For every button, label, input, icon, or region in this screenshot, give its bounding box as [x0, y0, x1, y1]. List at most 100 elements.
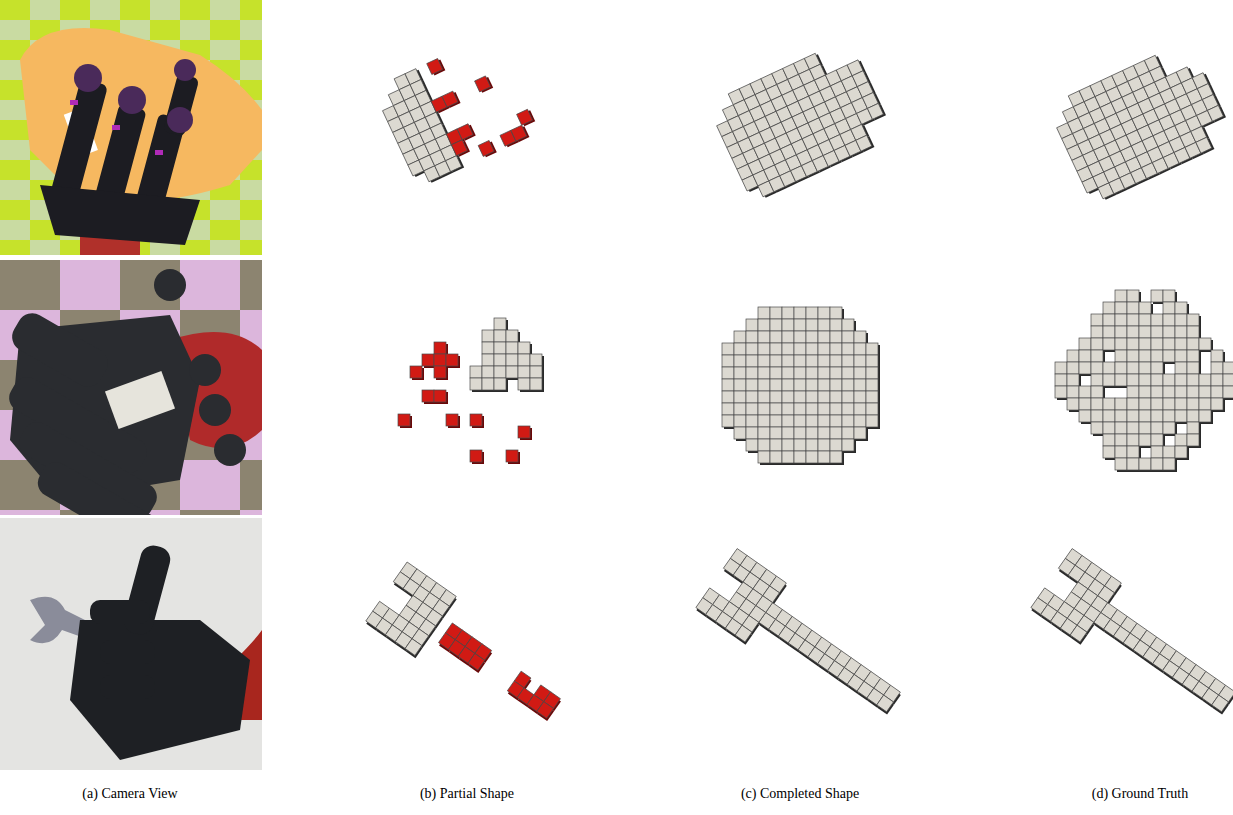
- voxel: [830, 439, 842, 451]
- camera-photo: [0, 260, 262, 515]
- voxel: [1163, 350, 1175, 362]
- voxel: [1115, 302, 1127, 314]
- voxel: [1091, 326, 1103, 338]
- voxel: [1139, 386, 1151, 398]
- voxel: [482, 342, 494, 354]
- voxel: [1175, 374, 1187, 386]
- voxel: [1079, 362, 1091, 374]
- voxel: [1115, 338, 1127, 350]
- voxel: [746, 403, 758, 415]
- voxel: [446, 156, 462, 172]
- voxel: [1127, 458, 1139, 470]
- voxel: [734, 427, 746, 439]
- voxel: [1212, 695, 1229, 712]
- voxel: [518, 354, 530, 366]
- voxel: [806, 379, 818, 391]
- voxel-grid: [706, 37, 896, 203]
- voxel: [405, 639, 422, 656]
- voxel: [494, 378, 506, 390]
- voxel: [782, 307, 794, 319]
- voxel: [854, 331, 866, 343]
- voxel: [1103, 398, 1115, 410]
- voxel: [1115, 290, 1127, 302]
- voxel: [794, 403, 806, 415]
- voxel: [1187, 338, 1199, 350]
- voxel: [818, 439, 830, 451]
- voxel: [794, 319, 806, 331]
- voxel: [1199, 410, 1211, 422]
- voxel: [746, 439, 758, 451]
- voxel: [1163, 458, 1175, 470]
- voxel: [818, 355, 830, 367]
- voxel: [1175, 410, 1187, 422]
- voxel: [1067, 350, 1079, 362]
- voxel: [782, 391, 794, 403]
- voxel: [746, 343, 758, 355]
- voxel: [866, 403, 878, 415]
- voxel: [1091, 314, 1103, 326]
- voxel: [770, 379, 782, 391]
- voxel: [758, 451, 770, 463]
- voxel: [1175, 338, 1187, 350]
- voxel: [1055, 374, 1067, 386]
- voxel: [1115, 350, 1127, 362]
- voxel: [1115, 398, 1127, 410]
- voxel: [1127, 410, 1139, 422]
- voxel: [1115, 446, 1127, 458]
- voxel-grid: [695, 549, 916, 735]
- voxel: [1163, 422, 1175, 434]
- voxel: [1115, 374, 1127, 386]
- voxel: [830, 343, 842, 355]
- voxel: [1211, 350, 1223, 362]
- voxel: [494, 354, 506, 366]
- voxel: [1091, 374, 1103, 386]
- voxel: [1175, 398, 1187, 410]
- voxel: [1070, 625, 1087, 642]
- voxel: [1151, 338, 1163, 350]
- voxel: [854, 415, 866, 427]
- voxel: [1091, 386, 1103, 398]
- voxel: [1175, 434, 1187, 446]
- voxel: [1211, 398, 1223, 410]
- voxel: [818, 343, 830, 355]
- voxel: [758, 319, 770, 331]
- voxel: [468, 653, 485, 670]
- voxel: [1187, 314, 1199, 326]
- voxel: [1151, 446, 1163, 458]
- voxel: [734, 403, 746, 415]
- voxel: [782, 415, 794, 427]
- voxel: [1151, 314, 1163, 326]
- voxel: [854, 367, 866, 379]
- voxel: [1151, 326, 1163, 338]
- voxel: [530, 366, 542, 378]
- voxel: [806, 319, 818, 331]
- voxel: [1139, 314, 1151, 326]
- voxel: [1175, 362, 1187, 374]
- voxel: [758, 331, 770, 343]
- voxel: [1151, 386, 1163, 398]
- voxel: [770, 451, 782, 463]
- voxel: [842, 331, 854, 343]
- voxel: [1163, 302, 1175, 314]
- voxel: [1091, 398, 1103, 410]
- voxel: [842, 355, 854, 367]
- voxel: [1163, 374, 1175, 386]
- voxel: [782, 427, 794, 439]
- voxel: [1115, 434, 1127, 446]
- voxel: [842, 343, 854, 355]
- voxel: [518, 366, 530, 378]
- voxel: [794, 367, 806, 379]
- voxel: [806, 439, 818, 451]
- voxel: [517, 109, 533, 125]
- voxel: [1175, 350, 1187, 362]
- voxel: [866, 343, 878, 355]
- voxel: [1175, 302, 1187, 314]
- voxel: [782, 367, 794, 379]
- voxel: [1151, 350, 1163, 362]
- voxel: [1103, 446, 1115, 458]
- voxel: [806, 355, 818, 367]
- voxel: [1103, 338, 1115, 350]
- voxel: [1139, 434, 1151, 446]
- voxel: [758, 379, 770, 391]
- voxel: [398, 414, 410, 426]
